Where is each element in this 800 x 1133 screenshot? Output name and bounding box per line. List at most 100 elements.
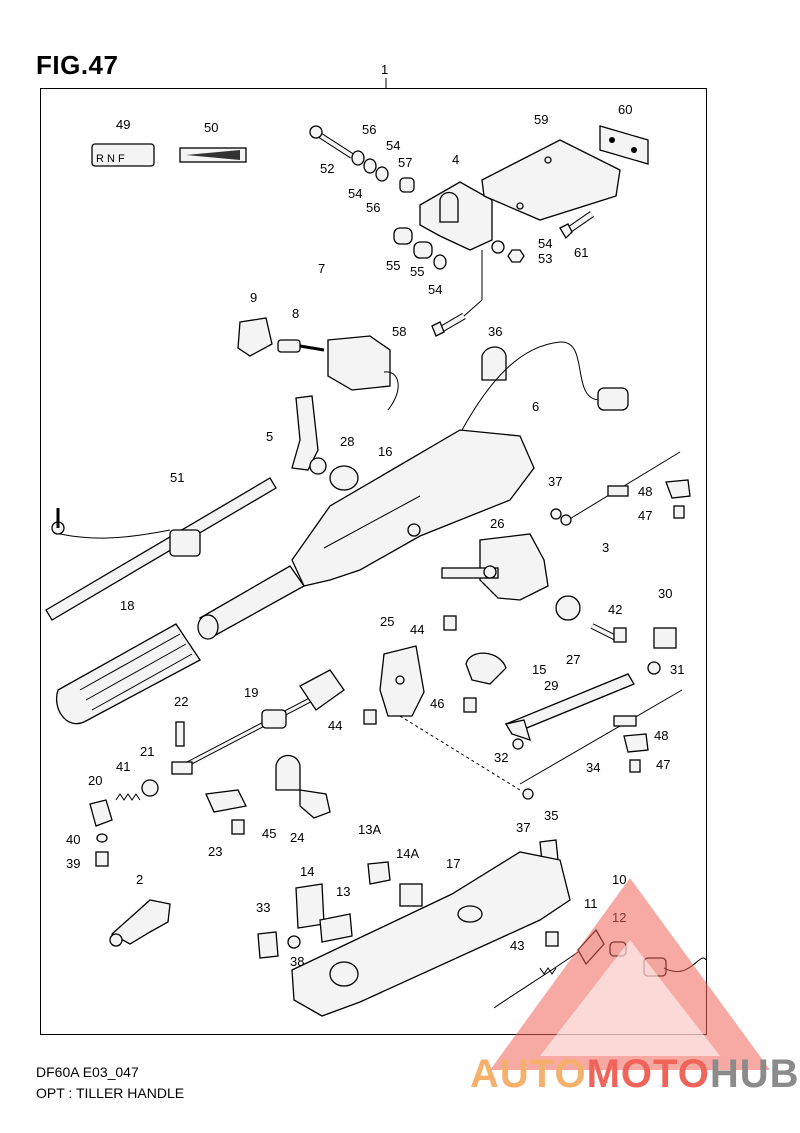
callout-7: 7 bbox=[318, 261, 325, 276]
grommet-36 bbox=[481, 346, 507, 381]
diagram-description: OPT : TILLER HANDLE bbox=[36, 1085, 185, 1101]
callout-59: 59 bbox=[534, 112, 548, 127]
callout-47-upper: 47 bbox=[638, 508, 652, 523]
friction-piece-28 bbox=[329, 465, 359, 491]
callout-11: 11 bbox=[584, 896, 598, 911]
callout-52: 52 bbox=[320, 161, 334, 176]
clip-37-upper bbox=[550, 508, 562, 520]
callout-32: 32 bbox=[494, 750, 508, 765]
callout-29: 29 bbox=[544, 678, 558, 693]
bolt-52 bbox=[309, 125, 354, 159]
watermark-triangle bbox=[490, 878, 770, 1070]
callout-54-upper: 54 bbox=[386, 138, 400, 153]
callout-44-upper: 44 bbox=[410, 622, 424, 637]
callout-57: 57 bbox=[398, 155, 412, 170]
callout-54-right: 54 bbox=[538, 236, 552, 251]
callout-58: 58 bbox=[392, 324, 406, 339]
callout-36: 36 bbox=[488, 324, 502, 339]
callout-54-bottom: 54 bbox=[428, 282, 442, 297]
friction-adjuster-24 bbox=[275, 754, 331, 819]
callout-41: 41 bbox=[116, 759, 130, 774]
callout-24: 24 bbox=[290, 830, 304, 845]
cap-31 bbox=[647, 661, 661, 675]
key-switch-7 bbox=[237, 317, 399, 411]
callout-2: 2 bbox=[136, 872, 143, 887]
tiller-handle-16 bbox=[291, 429, 535, 587]
callout-8: 8 bbox=[292, 306, 299, 321]
callout-33: 33 bbox=[256, 900, 270, 915]
bolt-45 bbox=[231, 819, 245, 835]
callout-28: 28 bbox=[340, 434, 354, 449]
callout-1: 1 bbox=[381, 62, 388, 77]
throttle-shaft-19 bbox=[171, 669, 345, 775]
callout-6: 6 bbox=[532, 399, 539, 414]
bracket-4 bbox=[419, 181, 493, 251]
callout-21: 21 bbox=[140, 744, 154, 759]
callout-19: 19 bbox=[244, 685, 258, 700]
callout-4: 4 bbox=[452, 152, 459, 167]
bolt-58 bbox=[431, 312, 466, 337]
callout-48-upper: 48 bbox=[638, 484, 652, 499]
callout-5: 5 bbox=[266, 429, 273, 444]
callout-53: 53 bbox=[538, 251, 552, 266]
callout-50: 50 bbox=[204, 120, 218, 135]
callout-23: 23 bbox=[208, 844, 222, 859]
shift-bracket-26 bbox=[441, 533, 549, 601]
callout-9: 9 bbox=[250, 290, 257, 305]
adjuster-2 bbox=[109, 899, 171, 947]
callout-51: 51 bbox=[170, 470, 184, 485]
callout-30: 30 bbox=[658, 586, 672, 601]
callout-15: 15 bbox=[532, 662, 546, 677]
callout-46: 46 bbox=[430, 696, 444, 711]
callout-3: 3 bbox=[602, 540, 609, 555]
shift-indicator-plate: R N F bbox=[91, 143, 155, 167]
callout-18: 18 bbox=[120, 598, 134, 613]
throttle-lever-5 bbox=[291, 395, 327, 475]
watermark-part-hub: HUB bbox=[709, 1052, 800, 1096]
tiller-bracket-17 bbox=[291, 851, 571, 1017]
screw-44-upper bbox=[443, 615, 457, 631]
screw-47-lower bbox=[629, 759, 641, 773]
mount-plate-59 bbox=[481, 139, 621, 221]
screw-46 bbox=[463, 697, 477, 713]
callout-43: 43 bbox=[510, 938, 524, 953]
callout-35: 35 bbox=[544, 808, 558, 823]
screw-38 bbox=[287, 935, 301, 949]
throttle-link-29 bbox=[504, 673, 635, 742]
callout-48-lower: 48 bbox=[654, 728, 668, 743]
holder-33 bbox=[257, 931, 279, 959]
callout-16: 16 bbox=[378, 444, 392, 459]
spring-41-and-collar-21 bbox=[115, 779, 159, 801]
wire-harness-6 bbox=[461, 341, 629, 431]
bushings-55 bbox=[393, 227, 447, 270]
throttle-grip-18 bbox=[56, 623, 201, 725]
callout-14: 14 bbox=[300, 864, 314, 879]
clip-32 bbox=[512, 738, 524, 750]
callout-17: 17 bbox=[446, 856, 460, 871]
callout-40: 40 bbox=[66, 832, 80, 847]
switch-13 bbox=[319, 913, 353, 943]
callout-37-lower: 37 bbox=[516, 820, 530, 835]
screw-47-upper bbox=[673, 505, 685, 519]
callout-56-upper: 56 bbox=[362, 122, 376, 137]
diagram-frame bbox=[40, 88, 707, 1035]
callout-55-right: 55 bbox=[410, 264, 424, 279]
callout-55-left: 55 bbox=[386, 258, 400, 273]
throttle-cable-34 bbox=[519, 689, 683, 785]
diagram-code: DF60A E03_047 bbox=[36, 1064, 139, 1080]
callout-31: 31 bbox=[670, 662, 684, 677]
watermark-part-auto: AUTO bbox=[470, 1052, 587, 1096]
callout-37-upper: 37 bbox=[548, 474, 562, 489]
callout-47-lower: 47 bbox=[656, 757, 670, 772]
callout-26: 26 bbox=[490, 516, 504, 531]
callout-49: 49 bbox=[116, 117, 130, 132]
screw-44-lower bbox=[363, 709, 377, 725]
callout-61: 61 bbox=[574, 245, 588, 260]
bolt-39 bbox=[95, 851, 109, 867]
lever-plate-25 bbox=[379, 645, 425, 717]
callout-39: 39 bbox=[66, 856, 80, 871]
watermark-text: AUTOMOTOHUB bbox=[470, 1052, 800, 1097]
callout-45: 45 bbox=[262, 826, 276, 841]
clip-37-lower bbox=[522, 788, 534, 800]
